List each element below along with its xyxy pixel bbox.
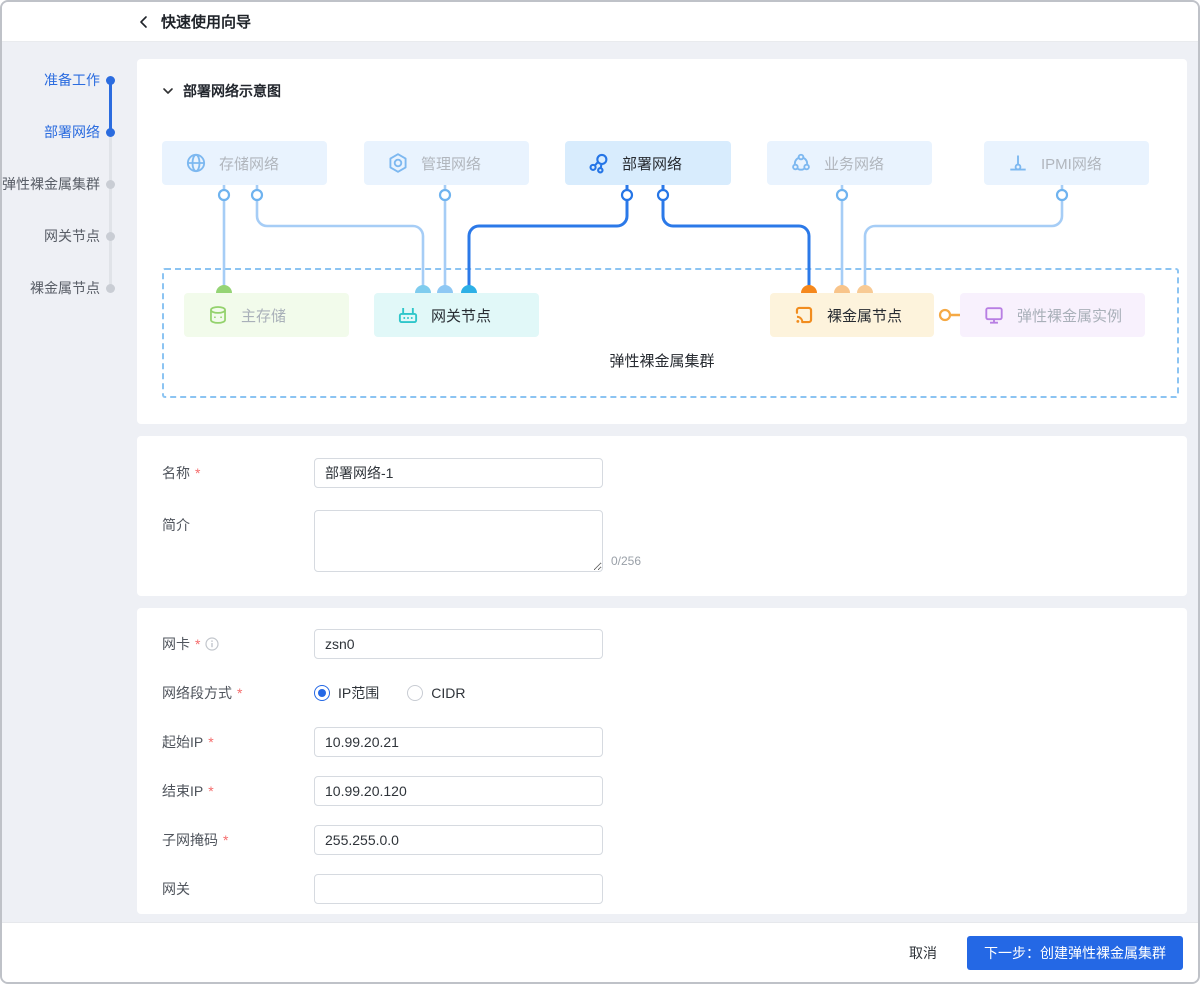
diagram-section-title: 部署网络示意图 <box>183 83 281 99</box>
link-dot <box>938 308 952 322</box>
database-icon <box>207 304 229 326</box>
diagram-node-baremetal-node: 裸金属节点 <box>770 293 934 337</box>
chevron-left-icon <box>140 15 147 28</box>
diagram-node-deploy-network: 部署网络 <box>565 141 731 185</box>
next-step-button[interactable]: 下一步：创建弹性裸金属集群 <box>967 935 1183 970</box>
hex-gear-icon <box>387 152 409 174</box>
gateway-input[interactable] <box>314 874 603 904</box>
router-icon <box>397 304 419 326</box>
required-asterisk: * <box>208 734 214 750</box>
diagram-node-elastic-instance: 弹性裸金属实例 <box>960 293 1145 337</box>
diagram-connectors <box>216 183 1069 322</box>
node-label: 部署网络 <box>622 155 683 173</box>
description-label: 简介 <box>162 517 190 533</box>
step-dot <box>106 75 115 85</box>
share-nodes-icon <box>588 152 610 174</box>
main-column: 部署网络示意图 <box>137 42 1187 914</box>
network-settings-card: 网卡* 网络段方式* <box>137 608 1187 914</box>
globe-icon <box>185 152 207 174</box>
basic-info-card: 名称* 简介 0/256 <box>137 436 1187 596</box>
sidebar-item-gateway-node[interactable]: 网关节点 <box>2 227 130 245</box>
port-dot <box>250 188 264 202</box>
content-area: 准备工作 部署网络 弹性裸金属集群 网关节点 裸金属节点 <box>2 42 1198 922</box>
diagram-node-main-storage: 主存储 <box>184 293 349 337</box>
back-button[interactable] <box>137 15 151 29</box>
radio-selected-icon <box>314 685 330 701</box>
node-label: 主存储 <box>241 307 287 325</box>
diagram-node-ipmi-network: IPMI网络 <box>984 141 1149 185</box>
port-dot <box>1055 188 1069 202</box>
nic-label: 网卡* <box>162 629 314 659</box>
node-label: 管理网络 <box>421 155 482 173</box>
top-bar: 快速使用向导 <box>2 2 1198 42</box>
required-asterisk: * <box>208 783 214 799</box>
step-dot <box>106 231 115 241</box>
diagram-node-gateway-node: 网关节点 <box>374 293 539 337</box>
network-diagram: 存储网络 管理网络 <box>137 103 1187 423</box>
diagram-node-business-network: 业务网络 <box>767 141 932 185</box>
footer-bar: 取消 下一步：创建弹性裸金属集群 <box>2 922 1198 982</box>
name-label: 名称* <box>162 458 314 488</box>
char-counter: 0/256 <box>611 554 642 568</box>
subnet-mask-label: 子网掩码* <box>162 825 314 855</box>
port-dot <box>835 188 849 202</box>
end-ip-label: 结束IP* <box>162 776 314 806</box>
node-label: IPMI网络 <box>1041 155 1102 173</box>
step-track-line-done <box>109 80 112 132</box>
radio-cidr[interactable]: CIDR <box>407 685 465 701</box>
port-dot <box>656 188 670 202</box>
page-title: 快速使用向导 <box>161 14 252 31</box>
required-asterisk: * <box>195 465 201 481</box>
step-label: 弹性裸金属集群 <box>2 176 100 192</box>
diagram-node-storage-network: 存储网络 <box>162 141 327 185</box>
required-asterisk: * <box>237 685 243 701</box>
sidebar-item-baremetal-node[interactable]: 裸金属节点 <box>2 279 130 297</box>
diagram-card: 部署网络示意图 <box>137 59 1187 424</box>
segment-mode-label: 网络段方式* <box>162 678 314 708</box>
required-asterisk: * <box>195 636 201 652</box>
info-icon[interactable] <box>205 637 220 651</box>
sidebar-item-elastic-cluster[interactable]: 弹性裸金属集群 <box>2 175 130 193</box>
sidebar-item-deploy-network[interactable]: 部署网络 <box>2 123 130 141</box>
ipmi-icon <box>1007 152 1029 174</box>
step-label: 网关节点 <box>44 228 100 244</box>
subnet-mask-input[interactable] <box>314 825 603 855</box>
cancel-button[interactable]: 取消 <box>909 944 937 961</box>
cast-icon <box>793 304 815 326</box>
elastic-cluster-dashed-box <box>162 268 1179 398</box>
start-ip-label: 起始IP* <box>162 727 314 757</box>
port-dot <box>438 188 452 202</box>
port-dot <box>620 188 634 202</box>
step-label: 裸金属节点 <box>30 280 100 296</box>
gateway-label: 网关 <box>162 881 190 897</box>
cluster-icon <box>790 152 812 174</box>
description-textarea[interactable] <box>314 510 603 572</box>
chevron-down-icon <box>163 88 173 94</box>
elastic-cluster-label: 弹性裸金属集群 <box>609 353 715 370</box>
sidebar-item-prepare[interactable]: 准备工作 <box>2 71 130 89</box>
wizard-steps-sidebar: 准备工作 部署网络 弹性裸金属集群 网关节点 裸金属节点 <box>2 42 130 922</box>
step-dot <box>106 127 115 137</box>
radio-ip-range[interactable]: IP范围 <box>314 683 379 703</box>
step-label: 准备工作 <box>44 72 100 88</box>
node-label: 存储网络 <box>219 155 280 173</box>
monitor-icon <box>983 304 1005 326</box>
radio-unselected-icon <box>407 685 424 701</box>
start-ip-input[interactable] <box>314 727 603 757</box>
step-dot <box>106 283 115 293</box>
diagram-node-manage-network: 管理网络 <box>364 141 529 185</box>
nic-input[interactable] <box>314 629 603 659</box>
diagram-section-toggle[interactable]: 部署网络示意图 <box>137 59 1187 103</box>
node-label: 业务网络 <box>824 155 885 173</box>
port-dot <box>217 188 231 202</box>
end-ip-input[interactable] <box>314 776 603 806</box>
node-label: 裸金属节点 <box>827 307 903 325</box>
node-label: 弹性裸金属实例 <box>1017 307 1123 325</box>
name-input[interactable] <box>314 458 603 488</box>
segment-mode-radio-group: IP范围 CIDR <box>314 678 465 708</box>
step-label: 部署网络 <box>44 124 100 140</box>
required-asterisk: * <box>223 832 229 848</box>
step-dot <box>106 179 115 189</box>
node-label: 网关节点 <box>431 307 492 325</box>
